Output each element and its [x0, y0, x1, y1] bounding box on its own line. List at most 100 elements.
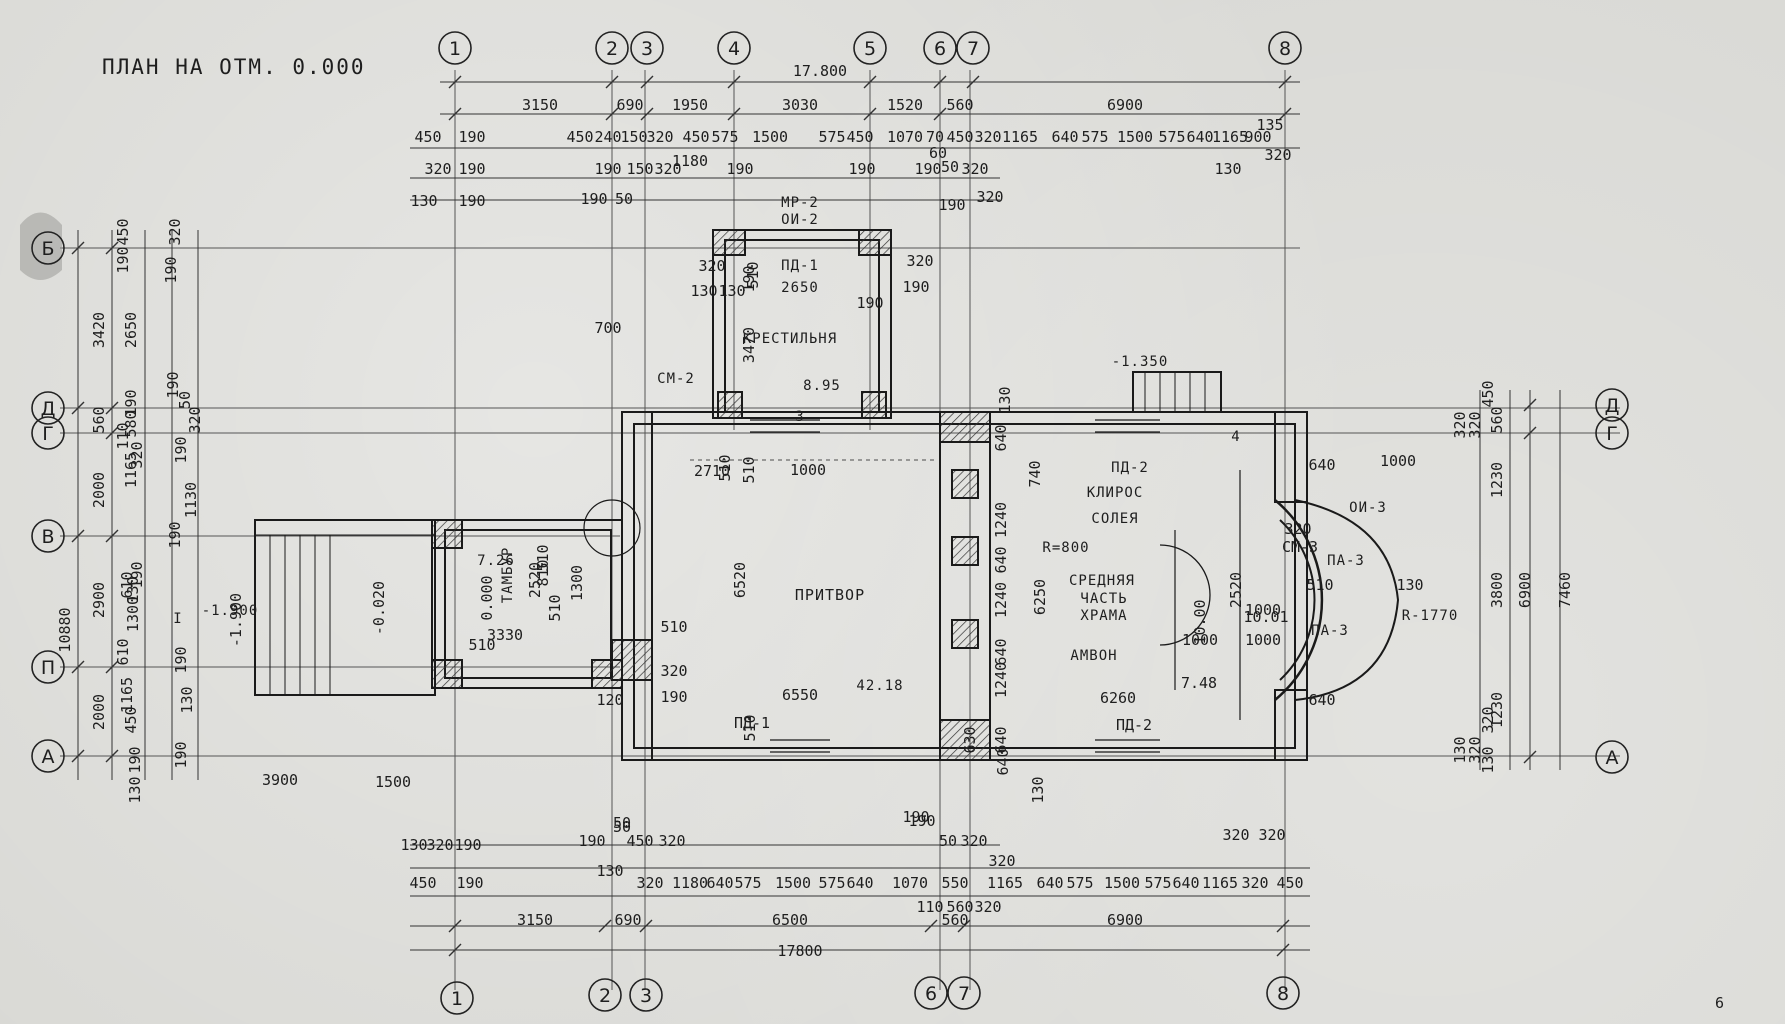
apse-dimension: СМ-3 — [1282, 538, 1318, 556]
dimension-label: 1000 — [1380, 452, 1416, 470]
baptistery-dimension: 3470 — [740, 327, 758, 363]
dim-bottom-chain: 3150 — [517, 911, 553, 929]
dimension-label: 450 — [114, 218, 132, 245]
dimension-label: 190 — [454, 836, 481, 854]
baptistery-dimension: 190 — [740, 265, 758, 292]
dimension-label: 320 — [636, 874, 663, 892]
dimension-label: 190 — [172, 646, 190, 673]
dimension-label: 190 — [164, 371, 182, 398]
axis-bottom-8: 8 — [1277, 983, 1289, 1005]
dimension-label: 240 — [594, 128, 621, 146]
dimension-label: 1500 — [775, 874, 811, 892]
axis-bottom-7: 7 — [958, 983, 970, 1005]
dimension-label: 320 — [988, 852, 1015, 870]
dimension-label: 510 — [741, 714, 759, 741]
misc-label: 3 — [795, 409, 804, 425]
axis-top-7: 7 — [967, 38, 979, 60]
dimension-label: 190 — [128, 561, 146, 588]
axis-bubbles-top: 1 2 3 4 5 6 7 8 — [438, 31, 1302, 65]
room-nave: ПД-2КЛИРОССОЛЕЯR=800СРЕДНЯЯЧАСТЬХРАМААМВ… — [1042, 460, 1147, 664]
dim-right-chain: 560 — [1488, 406, 1506, 433]
apse-label: ПА-3 — [1311, 623, 1349, 639]
apse-label: R-1770 — [1402, 608, 1459, 624]
dimension-label: 510 — [468, 636, 495, 654]
dimension-label: 320 — [424, 160, 451, 178]
nave-label: ХРАМА — [1080, 608, 1127, 624]
dimension-label: 575 — [1081, 128, 1108, 146]
dimension-label: 190 — [848, 160, 875, 178]
dimension-label: 1240 — [992, 582, 1010, 618]
dimension-label: 640 — [994, 748, 1012, 775]
dimension-label: 190 — [458, 160, 485, 178]
axis-top-4: 4 — [728, 38, 740, 60]
dimension-label: 130 — [1029, 776, 1047, 803]
dimension-label: 50 — [615, 190, 633, 208]
dim-left-chain: 560 — [90, 406, 108, 433]
dim-bottom-total: 17800 — [777, 942, 822, 960]
dimension-label: 640 — [992, 424, 1010, 451]
dim-bottom-chain: 6900 — [1107, 911, 1143, 929]
dim-left-chain: 2000 — [90, 694, 108, 730]
dimension-label: 320 — [658, 832, 685, 850]
dimension-label: 1000 — [1182, 631, 1218, 649]
dimension-label: 510 — [546, 594, 564, 621]
dimension-label: -1.900 — [227, 593, 245, 647]
dimension-label: 3330 — [487, 626, 523, 644]
dimension-label: 130 — [178, 686, 196, 713]
dimension-label: 1165 — [122, 452, 140, 488]
dimension-label: 130 — [1214, 160, 1241, 178]
dimension-label: 1000 — [790, 461, 826, 479]
dimension-label: 1000 — [1245, 631, 1281, 649]
baptistery-dimension: 320 — [698, 257, 725, 275]
dimension-label: 130 — [1479, 746, 1497, 773]
dim-left-chain: 3420 — [90, 312, 108, 348]
dimension-label: 610 — [114, 638, 132, 665]
dim-right-total: 6900 — [1516, 572, 1534, 608]
dimension-label: 1500 — [1104, 874, 1140, 892]
dimension-label: 450 — [846, 128, 873, 146]
dimension-label: 130 — [1451, 736, 1469, 763]
dimension-label: 1165 — [1002, 128, 1038, 146]
top-dimensions: 17.800 3150 690 1950 3030 1520 560 6900 — [522, 62, 1143, 114]
dimension-label: 150 — [620, 128, 647, 146]
dimension-label: 320 — [1264, 146, 1291, 164]
dim-right-chain: 3800 — [1488, 572, 1506, 608]
dim-top-chain: 1520 — [887, 96, 923, 114]
misc-label: -1.350 — [1112, 354, 1169, 370]
dimension-label: 640 — [1172, 874, 1199, 892]
dimension-label: 190 — [938, 196, 965, 214]
axis-bottom-6: 6 — [925, 983, 937, 1005]
dimension-label: 640 — [992, 546, 1010, 573]
dimension-label: 640 — [1036, 874, 1063, 892]
dimension-label: 135 — [1256, 116, 1283, 134]
apse-dimension: 510 — [1306, 576, 1333, 594]
dimension-label: 640 — [1186, 128, 1213, 146]
dimension-label: 580 — [122, 410, 140, 437]
dimension-label: 320 — [961, 160, 988, 178]
dimension-label: 50 — [176, 391, 194, 409]
dimension-label: 320 — [1451, 411, 1469, 438]
dim-right-total: 7460 — [1556, 572, 1574, 608]
narthex-name: ПРИТВОР — [795, 586, 865, 604]
axis-top-3: 3 — [641, 38, 653, 60]
dimension-label: 130 — [596, 862, 623, 880]
dimension-label: 0.000 — [478, 575, 496, 620]
dimension-label: 320 — [974, 128, 1001, 146]
dimension-label: 640 — [1051, 128, 1078, 146]
baptistery-dimension: 130 — [690, 282, 717, 300]
dimension-label: 190 — [126, 746, 144, 773]
dimension-label: 1500 — [1117, 128, 1153, 146]
dimension-label: 450 — [566, 128, 593, 146]
dimension-label: 6520 — [731, 562, 749, 598]
narthex-area: 42.18 — [856, 678, 903, 694]
baptistery-label: 2650 — [781, 280, 819, 296]
dimension-label: 450 — [946, 128, 973, 146]
dimension-label: 320 — [166, 218, 184, 245]
dimension-label: 575 — [818, 128, 845, 146]
